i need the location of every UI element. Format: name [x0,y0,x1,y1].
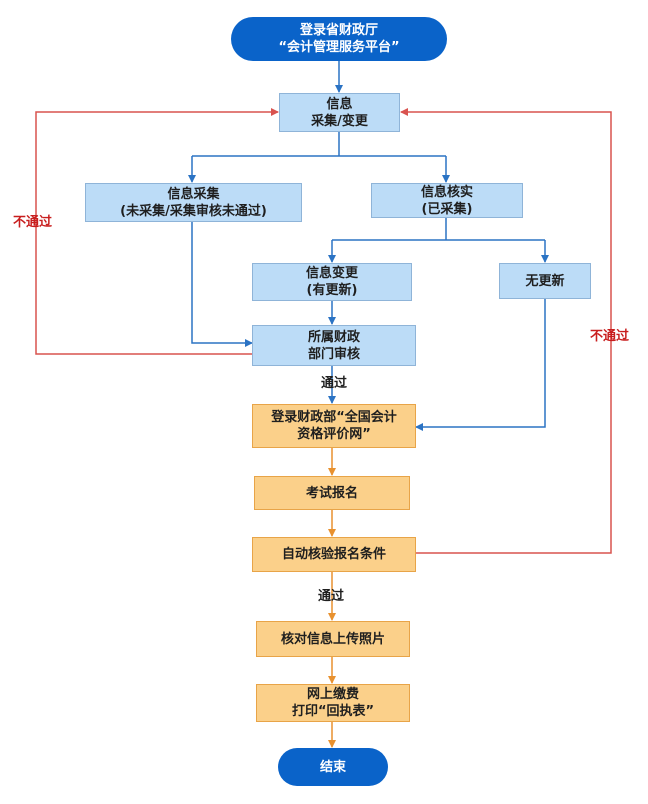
node-start-line-1: 登录省财政厅 [299,23,378,38]
node-info-change-line-1: 信息变更 [305,266,358,281]
node-start-line-2: “会计管理服务平台” [278,40,400,55]
edge-verify-split [332,218,545,241]
node-info-change: 信息变更 (有更新) [252,263,412,301]
edge-label-pass-review: 通过 [321,376,348,391]
node-login-national-line-1: 登录财政部“全国会计 [271,410,397,425]
node-auto-check: 自动核验报名条件 [252,537,416,572]
node-pay-print: 网上缴费 打印“回执表” [256,684,410,722]
node-verify-photo: 核对信息上传照片 [256,621,410,657]
edge-label-fail-left: 不通过 [13,215,53,230]
node-info-change-line-2: (有更新) [306,283,358,298]
node-start: 登录省财政厅 “会计管理服务平台” [231,17,447,61]
node-finance-review: 所属财政 部门审核 [252,325,416,366]
node-info-verify-line-2: (已采集) [421,201,473,217]
node-exam-register-line-1: 考试报名 [305,485,358,501]
node-info-collect-change: 信息 采集/变更 [279,93,400,132]
node-info-collect: 信息采集 (未采集/采集审核未通过) [85,183,302,222]
edge-label-fail-right: 不通过 [590,329,630,344]
node-end-line-1: 结束 [319,759,346,775]
edge-split-branch [192,132,446,157]
edge-collect-to-review [191,222,253,347]
edge-no-update-to-login [415,299,546,431]
edge-label-pass-check: 通过 [318,589,345,604]
node-pay-print-line-1: 网上缴费 [306,687,359,702]
node-end: 结束 [278,748,388,786]
node-info-verify: 信息核实 (已采集) [371,183,523,218]
node-auto-check-line-1: 自动核验报名条件 [281,547,386,562]
node-no-update-line-1: 无更新 [525,273,565,289]
node-verify-photo-line-1: 核对信息上传照片 [280,631,385,647]
node-pay-print-line-2: 打印“回执表” [291,704,375,719]
edge-fail-left-loop [35,108,279,355]
edge-fail-right-loop [400,108,612,554]
node-info-verify-line-1: 信息核实 [420,184,473,200]
node-login-national-line-2: 资格评价网” [297,427,371,442]
node-exam-register: 考试报名 [254,476,410,510]
node-info-collect-line-2: (未采集/采集审核未通过) [120,203,267,219]
node-info-collect-change-line-2: 采集/变更 [311,113,368,129]
node-finance-review-line-2: 部门审核 [307,346,360,362]
node-no-update: 无更新 [499,263,591,299]
node-info-collect-change-line-1: 信息 [326,96,353,112]
node-info-collect-line-1: 信息采集 [167,186,220,202]
node-finance-review-line-1: 所属财政 [307,329,360,345]
node-login-national: 登录财政部“全国会计 资格评价网” [252,404,416,448]
